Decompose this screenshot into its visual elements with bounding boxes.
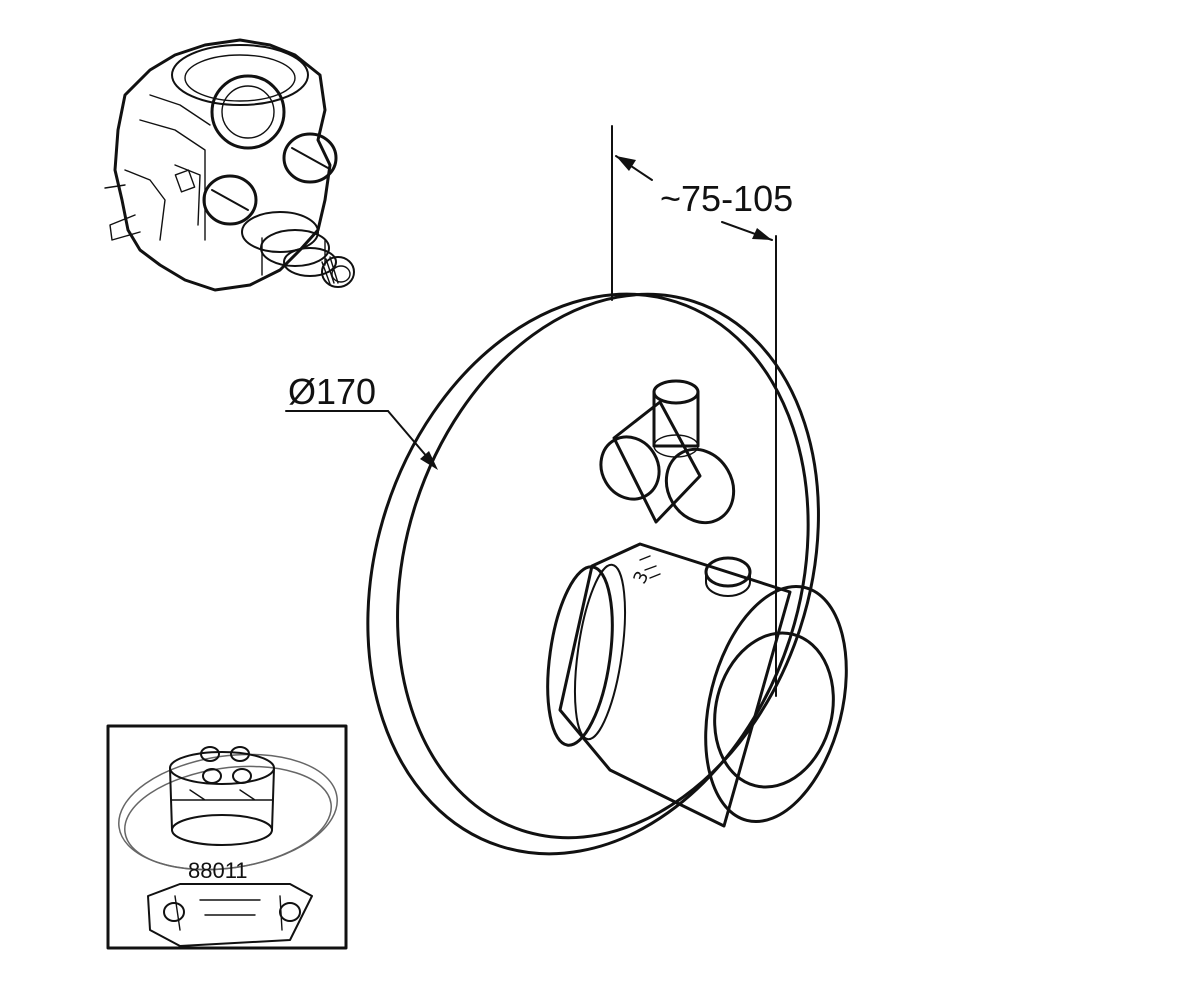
rough-in-valve-body bbox=[104, 38, 355, 292]
depth-label: ~75-105 bbox=[660, 178, 793, 219]
diameter-label: Ø170 bbox=[288, 371, 376, 412]
depth-dimension: ~75-105 bbox=[611, 125, 793, 697]
arrowhead-diameter bbox=[420, 451, 438, 470]
part-number-label: 88011 bbox=[188, 858, 248, 883]
diameter-dimension: Ø170 bbox=[285, 371, 438, 470]
arrowhead-right bbox=[752, 228, 772, 240]
trim-plate-assembly: 3 bbox=[366, 292, 848, 856]
arrowhead-left bbox=[616, 156, 636, 171]
inset-panel: 88011 bbox=[106, 724, 348, 950]
thermostat-knob: 3 bbox=[546, 542, 848, 828]
diverter-lever bbox=[599, 379, 736, 525]
temperature-marking-icon: 3 bbox=[629, 568, 653, 587]
